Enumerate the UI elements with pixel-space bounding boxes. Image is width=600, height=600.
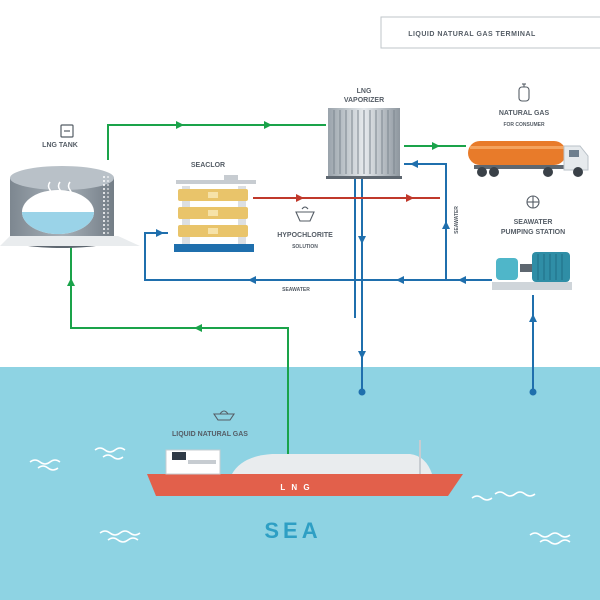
pump-label-line2: PUMPING STATION (501, 229, 565, 236)
ship-hull-text: L N G (280, 483, 311, 492)
waves (29, 447, 571, 545)
hypochlorite-icon (295, 206, 315, 222)
seawater-vertical-label: SEAWATER (454, 206, 460, 234)
seawater-flow-lines (144, 160, 537, 392)
lng-flow-lines (67, 121, 466, 455)
natural-gas-label: NATURAL GAS (499, 110, 550, 117)
tank-icon (60, 124, 74, 138)
ship-icon (212, 410, 236, 421)
liquid-natural-gas-label: LIQUID NATURAL GAS (172, 431, 248, 438)
hypochlorite-label: HYPOCHLORITE (277, 232, 333, 239)
pump-icon (526, 195, 540, 209)
pump-label-line1: SEAWATER (514, 219, 553, 226)
title-box: LIQUID NATURAL GAS TERMINAL (380, 16, 600, 49)
seaclor-label: SEACLOR (191, 162, 225, 169)
terminal-title: LIQUID NATURAL GAS TERMINAL (408, 31, 536, 38)
natural-gas-tanker (468, 141, 589, 177)
hypochlorite-sub-label: SOLUTION (292, 244, 318, 250)
vaporizer-label-line2: VAPORIZER (344, 97, 384, 104)
lng-tank (0, 166, 140, 248)
seaclor-unit (174, 175, 256, 252)
pump-intake-dot (529, 388, 537, 396)
seawater-horizontal-label: SEAWATER (282, 287, 310, 293)
vaporizer-label-line1: LNG (357, 88, 372, 95)
seawater-intake-dot (358, 388, 366, 396)
gas-cylinder-icon (518, 83, 530, 102)
natural-gas-sub-label: FOR CONSUMER (503, 122, 545, 128)
sea-label: SEA (264, 518, 321, 543)
seawater-pump (492, 252, 572, 290)
lng-tank-label: LNG TANK (42, 142, 78, 149)
lng-vaporizer (326, 108, 402, 179)
lng-carrier-ship (147, 440, 463, 496)
